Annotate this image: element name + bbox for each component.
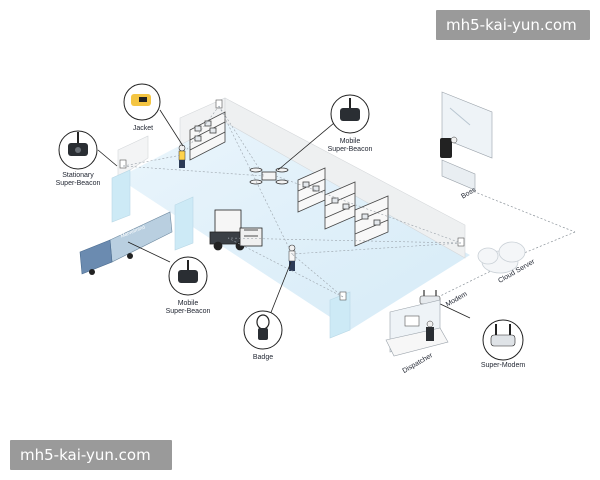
signal-lines <box>122 105 462 298</box>
watermark-bottom: mh5-kai-yun.com <box>10 440 172 470</box>
watermark-top: mh5-kai-yun.com <box>436 10 590 40</box>
shelf-units-right <box>297 167 389 247</box>
cloud-server-icon <box>477 241 526 274</box>
dispatcher-station <box>385 299 449 357</box>
warehouse-floor <box>118 122 470 330</box>
label-mobile-beacon-top: Mobile Super-Beacon <box>327 138 373 154</box>
worker-figure-center <box>288 244 296 271</box>
shelf-unit-back <box>189 111 226 161</box>
truck <box>79 211 173 275</box>
callout-jacket <box>123 83 161 121</box>
worker-figure-top <box>178 144 186 168</box>
label-stationary-beacon: Stationary Super-Beacon <box>55 172 101 188</box>
drone <box>249 167 289 185</box>
forklift <box>209 209 263 251</box>
callout-lines <box>97 109 471 319</box>
boss-station <box>440 91 493 191</box>
label-jacket: Jacket <box>132 125 154 132</box>
label-super-modem: Super-Modem <box>480 362 526 369</box>
callout-stationary-beacon <box>58 130 98 170</box>
glass-panel-left <box>111 169 131 223</box>
label-badge: Badge <box>252 354 274 361</box>
callout-badge <box>243 310 283 350</box>
label-mobile-beacon-bottom: Mobile Super-Beacon <box>165 300 211 316</box>
callout-mobile-beacon-top <box>330 94 370 134</box>
callout-super-modem <box>482 319 524 361</box>
glass-panel-mid <box>174 196 194 251</box>
callout-mobile-beacon-bottom <box>168 256 208 296</box>
